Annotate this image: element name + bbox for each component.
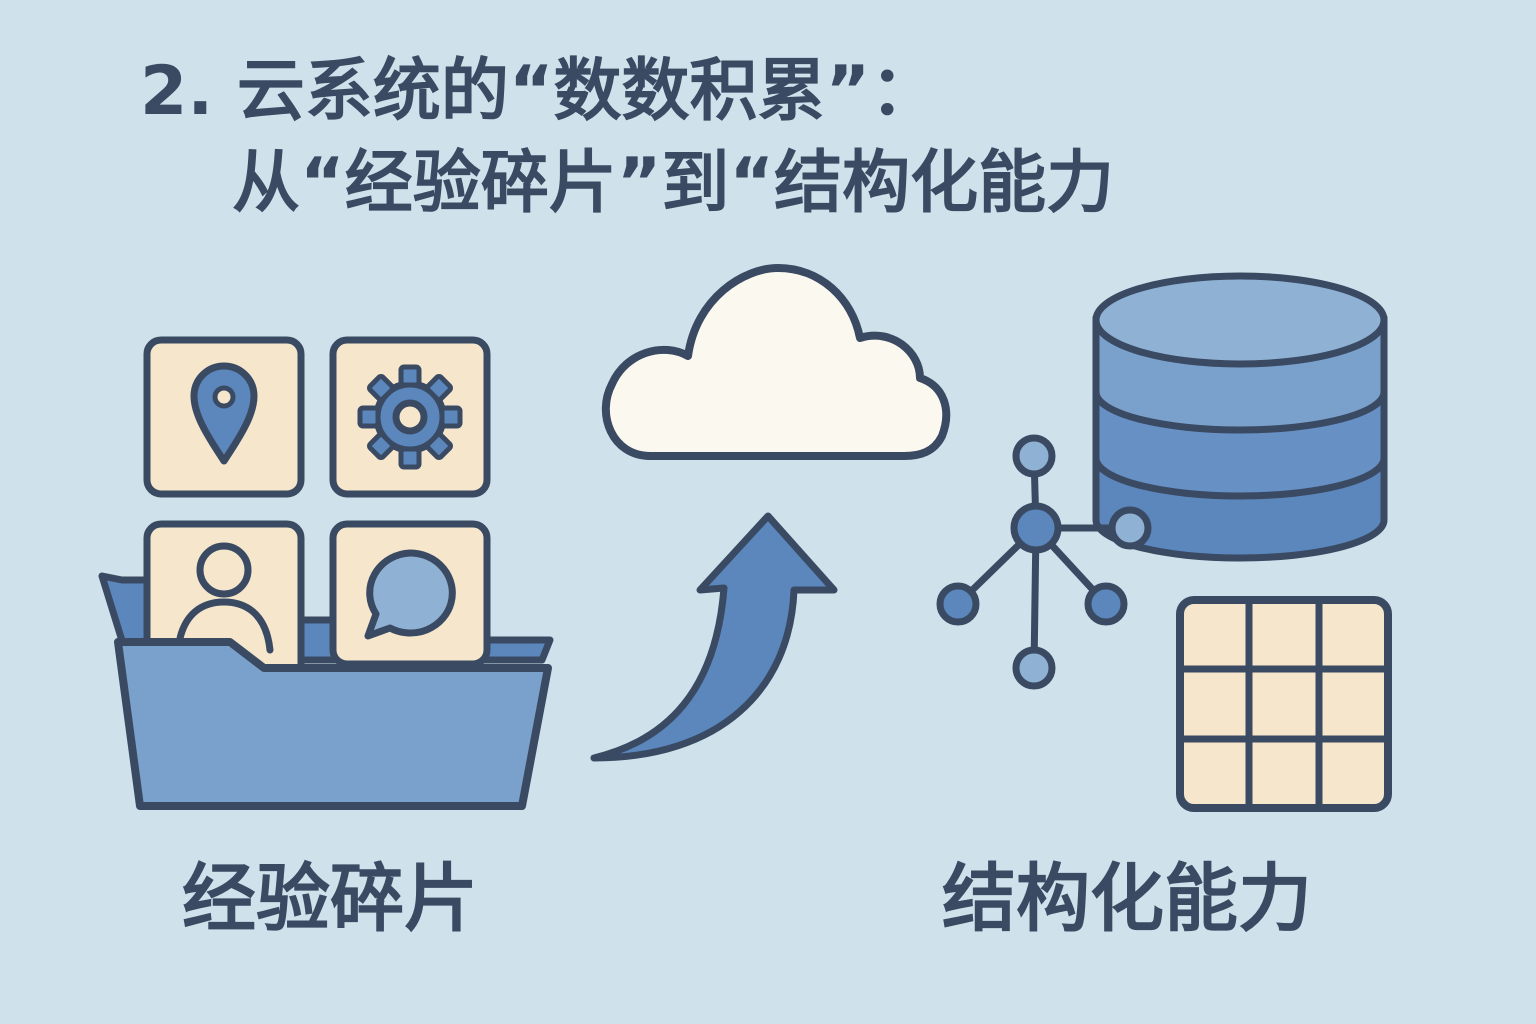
page-title-line-2: 从“经验碎片”到“结构化能力 bbox=[232, 144, 1115, 223]
gear-icon bbox=[329, 336, 491, 498]
label-structured-capability: 结构化能力 bbox=[942, 856, 1312, 942]
network-graph-icon bbox=[936, 434, 1152, 690]
cloud-icon bbox=[601, 264, 951, 460]
database-icon bbox=[1092, 272, 1388, 562]
curved-up-arrow-icon bbox=[590, 512, 838, 762]
folder-front bbox=[114, 638, 552, 810]
page-title-line-1: 2. 云系统的“数数积累”： bbox=[140, 52, 939, 131]
location-pin-icon bbox=[143, 336, 305, 498]
chat-bubble-icon bbox=[329, 520, 491, 668]
grid-table-icon bbox=[1176, 596, 1392, 812]
label-experience-fragments: 经验碎片 bbox=[182, 856, 478, 942]
